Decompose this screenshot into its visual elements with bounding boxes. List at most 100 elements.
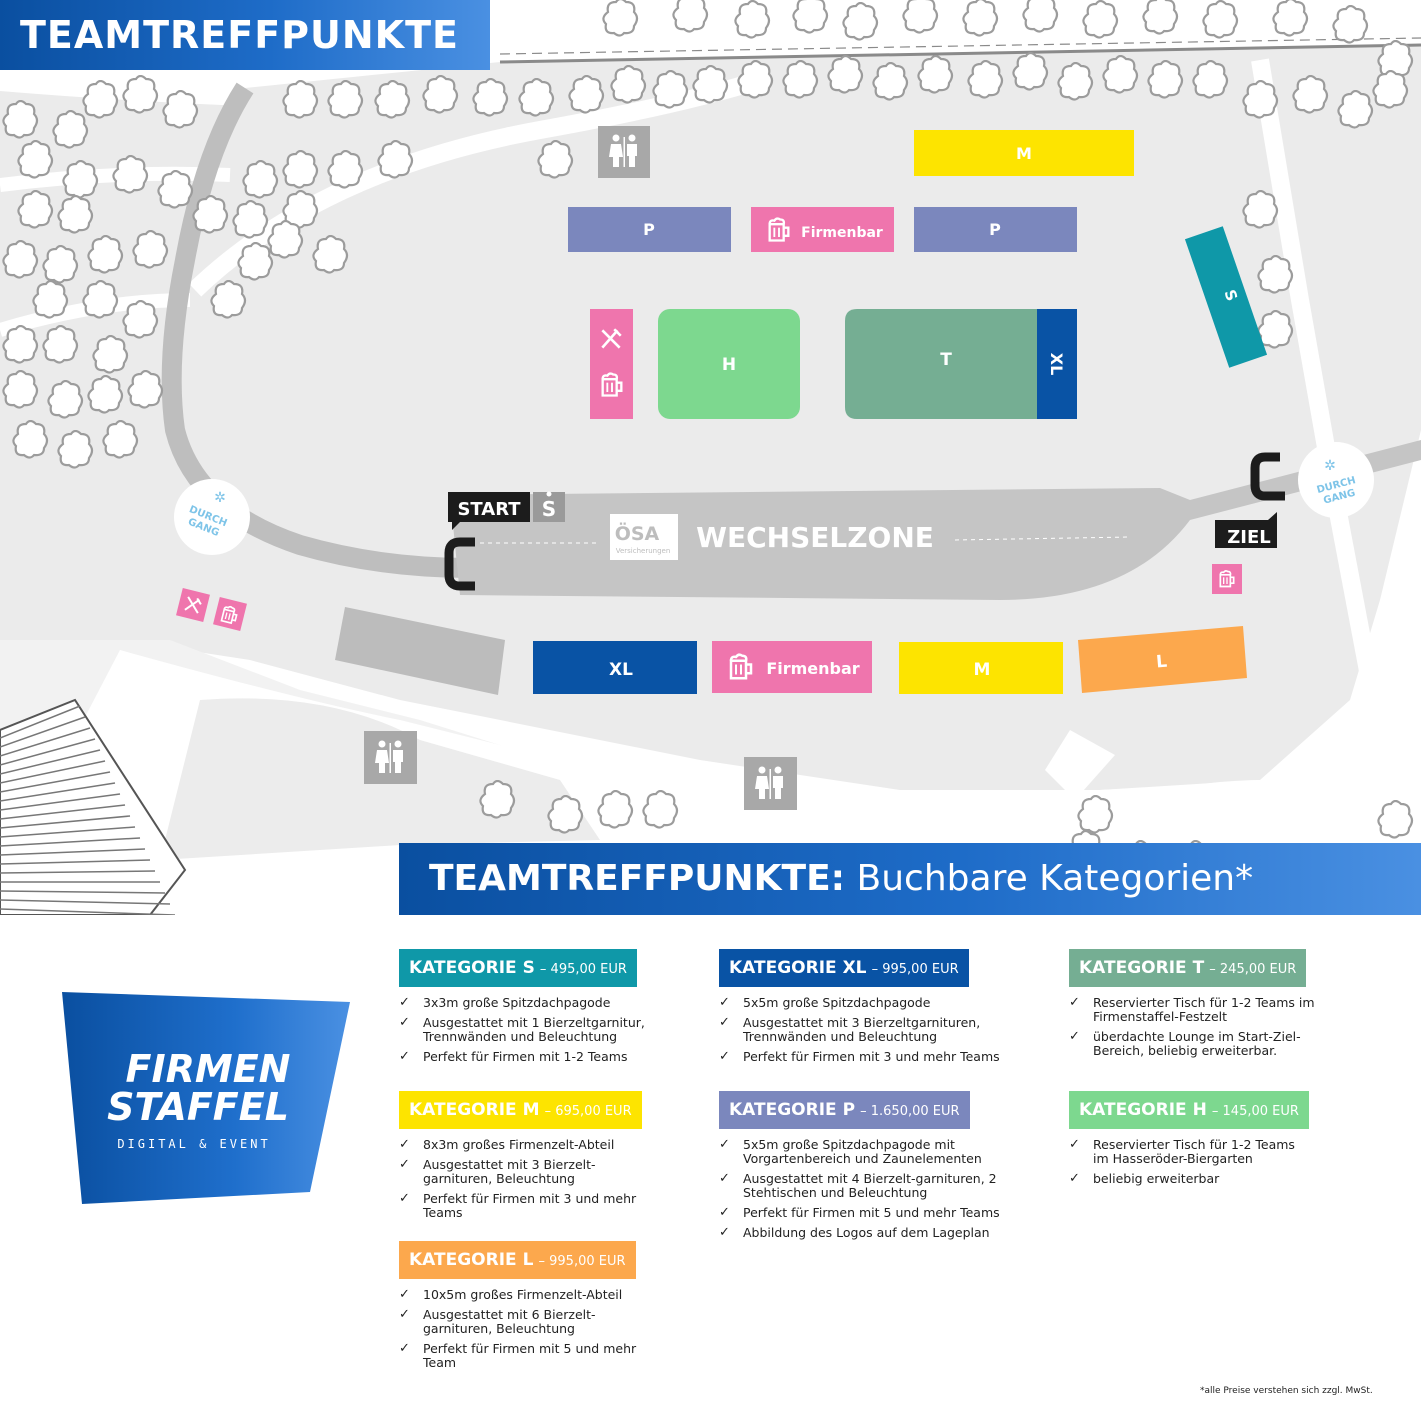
category-l-header: KATEGORIE L – 995,00 EUR bbox=[399, 1241, 636, 1279]
start-sign bbox=[448, 492, 530, 522]
tree-icon bbox=[1337, 90, 1374, 129]
tree-icon bbox=[1257, 310, 1294, 349]
tree-icon bbox=[267, 220, 304, 259]
tree-icon bbox=[1077, 795, 1114, 834]
tree-icon bbox=[82, 80, 119, 119]
tree-icon bbox=[967, 60, 1004, 99]
tent-p-left[interactable] bbox=[568, 207, 731, 252]
tent-xl-top[interactable] bbox=[1037, 309, 1077, 419]
tent-m-top[interactable] bbox=[914, 130, 1134, 176]
list-item: Perfekt für Firmen mit 5 und mehr Teams bbox=[719, 1206, 1049, 1221]
list-item: überdachte Lounge im Start-Ziel-Bereich,… bbox=[1069, 1030, 1344, 1058]
list-item: Perfekt für Firmen mit 3 und mehr Teams bbox=[399, 1192, 639, 1220]
tree-icon bbox=[1082, 0, 1119, 39]
firmenbar-bottom-label: Firmenbar bbox=[766, 659, 859, 678]
category-p-header: KATEGORIE P – 1.650,00 EUR bbox=[719, 1091, 970, 1129]
category-name: KATEGORIE S bbox=[409, 958, 535, 978]
tree-icon bbox=[162, 90, 199, 129]
area-t[interactable] bbox=[845, 309, 1038, 419]
tree-icon bbox=[374, 80, 411, 119]
banner-bold: TEAMTREFFPUNKTE: bbox=[429, 858, 846, 899]
tree-icon bbox=[872, 62, 909, 101]
svg-text:S: S bbox=[542, 497, 556, 521]
finish-gate-icon bbox=[1250, 452, 1285, 501]
list-item: Reservierter Tisch für 1-2 Teams im Hass… bbox=[1069, 1138, 1309, 1166]
area-h[interactable] bbox=[658, 309, 800, 419]
list-item: Perfekt für Firmen mit 3 und mehr Teams bbox=[719, 1050, 1039, 1065]
tent-xl-bottom[interactable] bbox=[533, 641, 697, 694]
area-h-label: H bbox=[722, 355, 736, 375]
tree-icon bbox=[692, 65, 729, 104]
tree-icon bbox=[917, 55, 954, 94]
tree-icon bbox=[282, 80, 319, 119]
tree-icon bbox=[242, 160, 279, 199]
tree-icon bbox=[597, 790, 634, 829]
list-item: Ausgestattet mit 6 Bierzelt-garnituren, … bbox=[399, 1308, 639, 1336]
category-name: KATEGORIE XL bbox=[729, 958, 867, 978]
stand-row bbox=[0, 908, 176, 915]
list-item: 3x3m große Spitzdachpagode bbox=[399, 996, 689, 1011]
category-xl-header: KATEGORIE XL – 995,00 EUR bbox=[719, 949, 969, 987]
tree-icon bbox=[2, 240, 39, 279]
list-item: Reservierter Tisch für 1-2 Teams im Firm… bbox=[1069, 996, 1344, 1024]
tree-icon bbox=[782, 60, 819, 99]
stand-row bbox=[0, 848, 146, 856]
tree-icon bbox=[1192, 60, 1229, 99]
category-price: – 495,00 EUR bbox=[539, 962, 627, 977]
tent-m-bottom-label: M bbox=[974, 660, 991, 680]
tree-icon bbox=[652, 70, 689, 109]
sponsor-logo bbox=[610, 514, 678, 560]
stand-row bbox=[0, 716, 86, 748]
finish-label: ZIEL bbox=[1227, 527, 1271, 548]
tree-icon bbox=[282, 150, 319, 189]
tree-icon bbox=[122, 75, 159, 114]
tree-icon bbox=[737, 60, 774, 99]
tent-m-top-label: M bbox=[1016, 144, 1032, 163]
tent-p-right[interactable] bbox=[914, 207, 1077, 252]
list-item: Abbildung des Logos auf dem Lageplan bbox=[719, 1226, 1049, 1241]
tree-icon bbox=[2, 100, 39, 139]
tent-s[interactable] bbox=[1184, 226, 1268, 368]
category-price: – 145,00 EUR bbox=[1211, 1104, 1299, 1119]
category-h-features: Reservierter Tisch für 1-2 Teams im Hass… bbox=[1069, 1138, 1309, 1192]
tree-icon bbox=[568, 75, 605, 114]
tree-icon bbox=[210, 280, 247, 319]
list-item: Ausgestattet mit 4 Bierzelt-garnituren, … bbox=[719, 1172, 1049, 1200]
tree-icon bbox=[518, 78, 555, 117]
sparkasse-icon bbox=[533, 492, 565, 522]
tree-icon bbox=[62, 160, 99, 199]
site-map: M P Firmenbar P S H T XL START S ÖSA Ver… bbox=[0, 0, 1421, 915]
stand-row bbox=[0, 749, 101, 775]
tree-icon bbox=[1102, 55, 1139, 94]
tree-icon bbox=[42, 245, 79, 284]
tent-l-label: L bbox=[1155, 652, 1168, 673]
food-beer-stand[interactable] bbox=[590, 309, 633, 419]
banner-light: Buchbare Kategorien* bbox=[856, 858, 1254, 899]
tree-icon bbox=[827, 55, 864, 94]
tree-icon bbox=[157, 170, 194, 209]
grandstand-stripes bbox=[0, 698, 187, 915]
tree-icon bbox=[672, 0, 709, 33]
sponsor-sub: Versicherungen bbox=[616, 547, 671, 555]
tree-icon bbox=[1057, 62, 1094, 101]
tree-icon bbox=[1292, 75, 1329, 114]
category-s-header: KATEGORIE S – 495,00 EUR bbox=[399, 949, 637, 987]
stand-row bbox=[0, 859, 151, 865]
tree-icon bbox=[57, 195, 94, 234]
stand-row bbox=[0, 815, 131, 829]
category-name: KATEGORIE T bbox=[1079, 958, 1205, 978]
category-price: – 995,00 EUR bbox=[871, 962, 959, 977]
list-item: Perfekt für Firmen mit 1-2 Teams bbox=[399, 1050, 689, 1065]
tent-p-right-label: P bbox=[989, 220, 1001, 239]
tree-icon bbox=[422, 75, 459, 114]
tree-icon bbox=[1142, 0, 1179, 35]
tent-l[interactable] bbox=[1078, 626, 1247, 693]
tree-icon bbox=[57, 430, 94, 469]
stand-row bbox=[0, 782, 116, 802]
tent-m-bottom[interactable] bbox=[899, 642, 1063, 694]
tree-icon bbox=[472, 78, 509, 117]
tree-icon bbox=[792, 0, 829, 34]
tree-icon bbox=[479, 780, 516, 819]
firmenbar-bottom[interactable] bbox=[712, 641, 872, 693]
list-item: Ausgestattet mit 1 Bierzeltgarnitur, Tre… bbox=[399, 1016, 689, 1044]
